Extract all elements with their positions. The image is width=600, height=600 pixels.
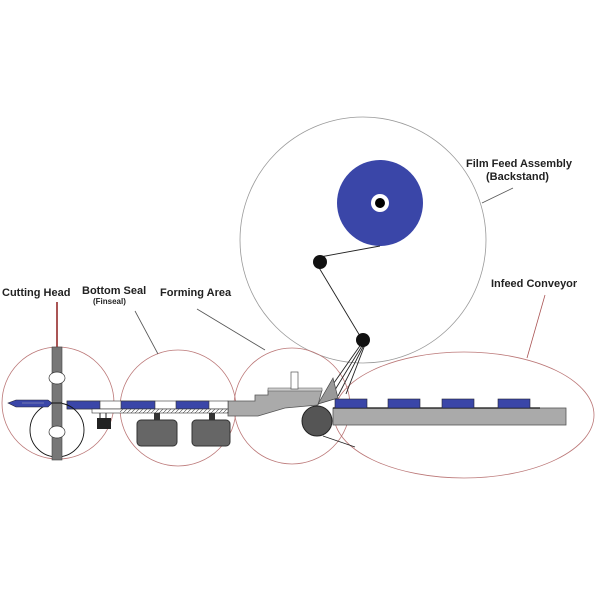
sensor-block xyxy=(97,418,111,429)
leader-lines xyxy=(56,187,546,359)
heater-stem-1 xyxy=(154,413,160,421)
finseal-strip xyxy=(120,409,228,413)
roll-spindle xyxy=(375,198,385,208)
label-forming-area: Forming Area xyxy=(160,287,232,299)
conveyor-bed xyxy=(332,407,567,426)
label-cutting-head: Cutting Head xyxy=(2,287,70,299)
film-path xyxy=(317,245,381,401)
conveyor-products xyxy=(334,398,531,409)
forming-post xyxy=(290,371,299,390)
label-film-feed-sub: (Backstand) xyxy=(486,171,549,183)
cutting-knob-upper xyxy=(48,371,66,385)
label-bottom-seal: Bottom Seal xyxy=(82,285,146,297)
cutting-knob-lower xyxy=(48,425,66,439)
idler-roller-lower xyxy=(356,333,370,347)
film-feed-callout xyxy=(239,116,487,364)
heater-stem-2 xyxy=(209,413,215,421)
idler-roller-upper xyxy=(313,255,327,269)
label-bottom-seal-sub: (Finseal) xyxy=(93,297,126,306)
forming-plow xyxy=(317,377,339,405)
seal-heater-1 xyxy=(136,419,178,447)
cut-package xyxy=(7,399,53,408)
label-film-feed: Film Feed Assembly xyxy=(466,158,573,170)
seal-heater-2 xyxy=(191,419,231,447)
label-infeed-conveyor: Infeed Conveyor xyxy=(491,278,578,290)
conveyor-end-roller xyxy=(301,405,333,437)
